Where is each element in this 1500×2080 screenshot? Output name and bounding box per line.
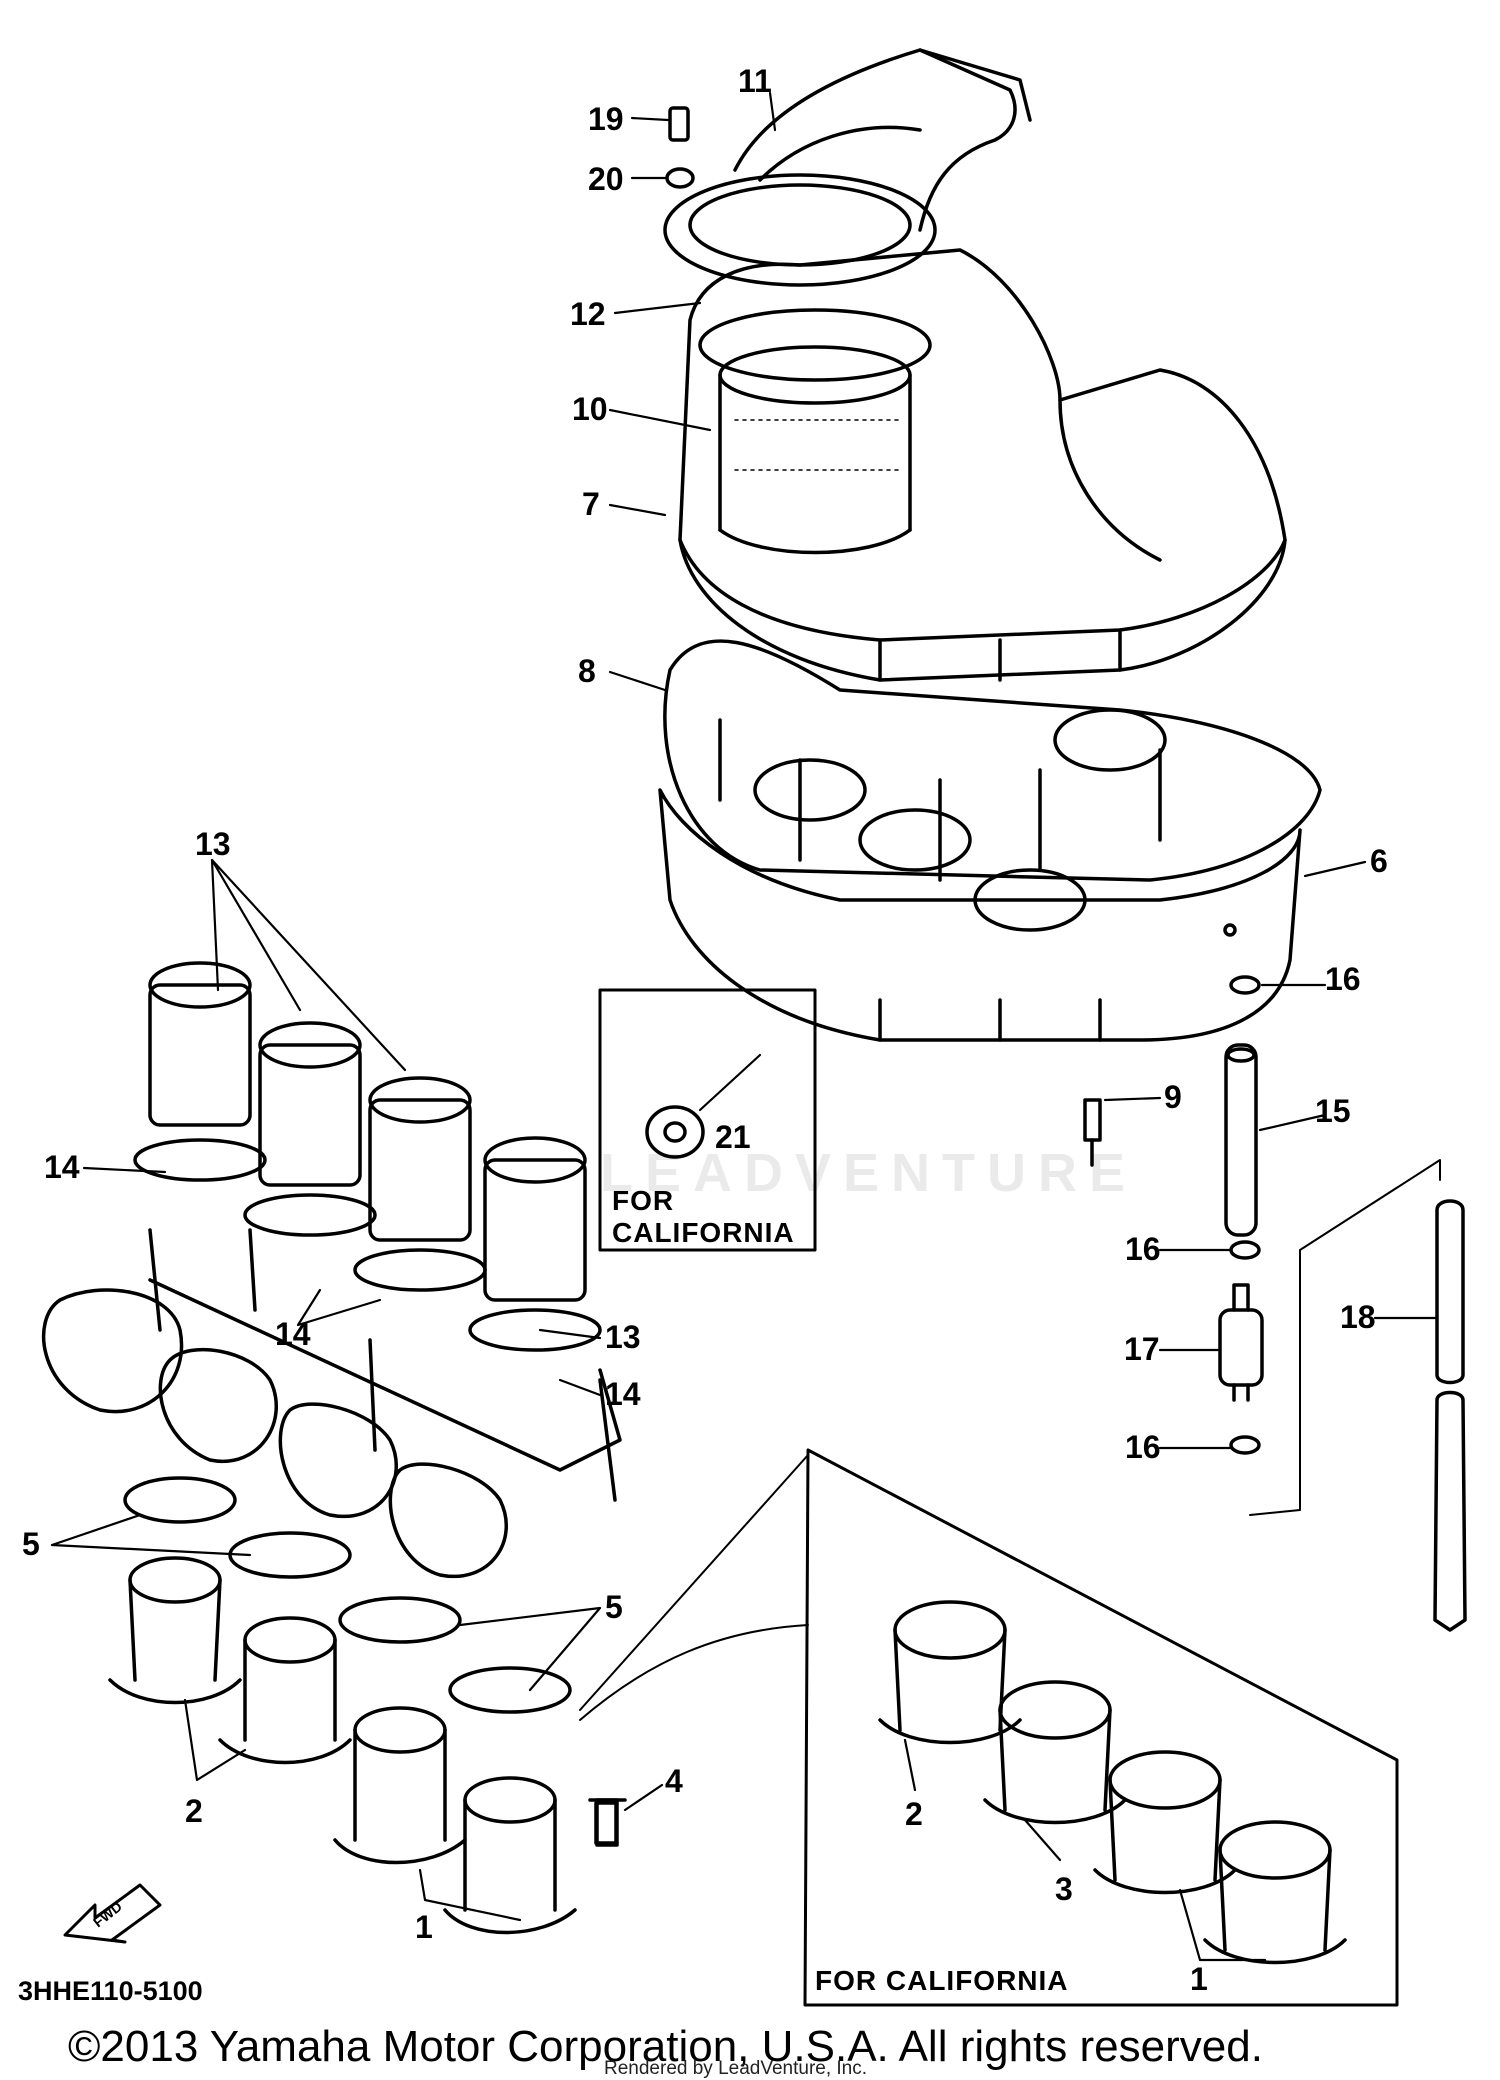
callout-1b: 1	[1190, 1961, 1208, 1997]
callout-13b: 13	[605, 1319, 641, 1355]
callout-11: 11	[738, 63, 772, 99]
diagram-part-code: 3HHE110-5100	[18, 1976, 203, 2006]
callout-8: 8	[578, 653, 596, 689]
callout-9: 9	[1164, 1079, 1182, 1115]
callout-16b: 16	[1125, 1231, 1161, 1267]
callout-14a: 14	[44, 1149, 80, 1185]
breather-hose	[1249, 1159, 1467, 1632]
drain-hose-assembly	[1218, 975, 1264, 1455]
callout-10: 10	[572, 391, 608, 427]
callout-17: 17	[1124, 1331, 1160, 1367]
callout-1a: 1	[415, 1909, 433, 1945]
callout-13a: 13	[195, 826, 231, 862]
callout-7: 7	[582, 486, 600, 522]
callout-6: 6	[1370, 843, 1388, 879]
callout-20: 20	[588, 161, 624, 197]
rendered-by-credit: Rendered by LeadVenture, Inc.	[604, 2058, 868, 2079]
grommet	[645, 1105, 705, 1159]
callout-5b: 5	[605, 1589, 623, 1625]
box-label-for: FOR	[612, 1185, 674, 1216]
air-filter-element	[698, 308, 932, 555]
fwd-label: FWD	[90, 1898, 125, 1930]
callout-14b: 14	[275, 1316, 311, 1352]
sealing-gasket	[663, 639, 1322, 882]
california-inset-box-bottom	[579, 1448, 1399, 2007]
callout-19: 19	[588, 101, 624, 137]
fwd-arrow-icon	[63, 1883, 162, 1944]
callout-16c: 16	[1125, 1429, 1161, 1465]
callout-2b: 2	[905, 1796, 923, 1832]
callout-2a: 2	[185, 1793, 203, 1829]
copyright-notice: ©2013 Yamaha Motor Corporation, U.S.A. A…	[68, 2022, 1263, 2071]
air-intake-duct	[663, 48, 1032, 287]
air-box-upper-case	[678, 248, 1287, 682]
callout-18: 18	[1340, 1299, 1376, 1335]
hardware-bolts	[594, 106, 1102, 1845]
box-label-for-california-bottom: FOR CALIFORNIA	[815, 1965, 1069, 1996]
callout-5a: 5	[22, 1526, 40, 1562]
manifold-joint-assembly	[108, 1476, 627, 1935]
box-label-california: CALIFORNIA	[612, 1217, 795, 1248]
carburetor-assembly	[41, 961, 622, 1579]
callout-4: 4	[665, 1763, 683, 1799]
california-inset-box-top	[598, 988, 817, 1252]
air-box-lower-case	[658, 708, 1302, 1042]
callout-21: 21	[715, 1119, 751, 1155]
leader-lines	[50, 91, 1437, 1962]
callout-16a: 16	[1325, 961, 1361, 997]
callout-15: 15	[1315, 1093, 1351, 1129]
callout-3: 3	[1055, 1871, 1073, 1907]
callout-12: 12	[570, 296, 606, 332]
callout-14c: 14	[605, 1376, 641, 1412]
watermark: LEADVENTURE	[600, 1143, 1138, 1203]
california-manifold-joints	[878, 1600, 1347, 1965]
